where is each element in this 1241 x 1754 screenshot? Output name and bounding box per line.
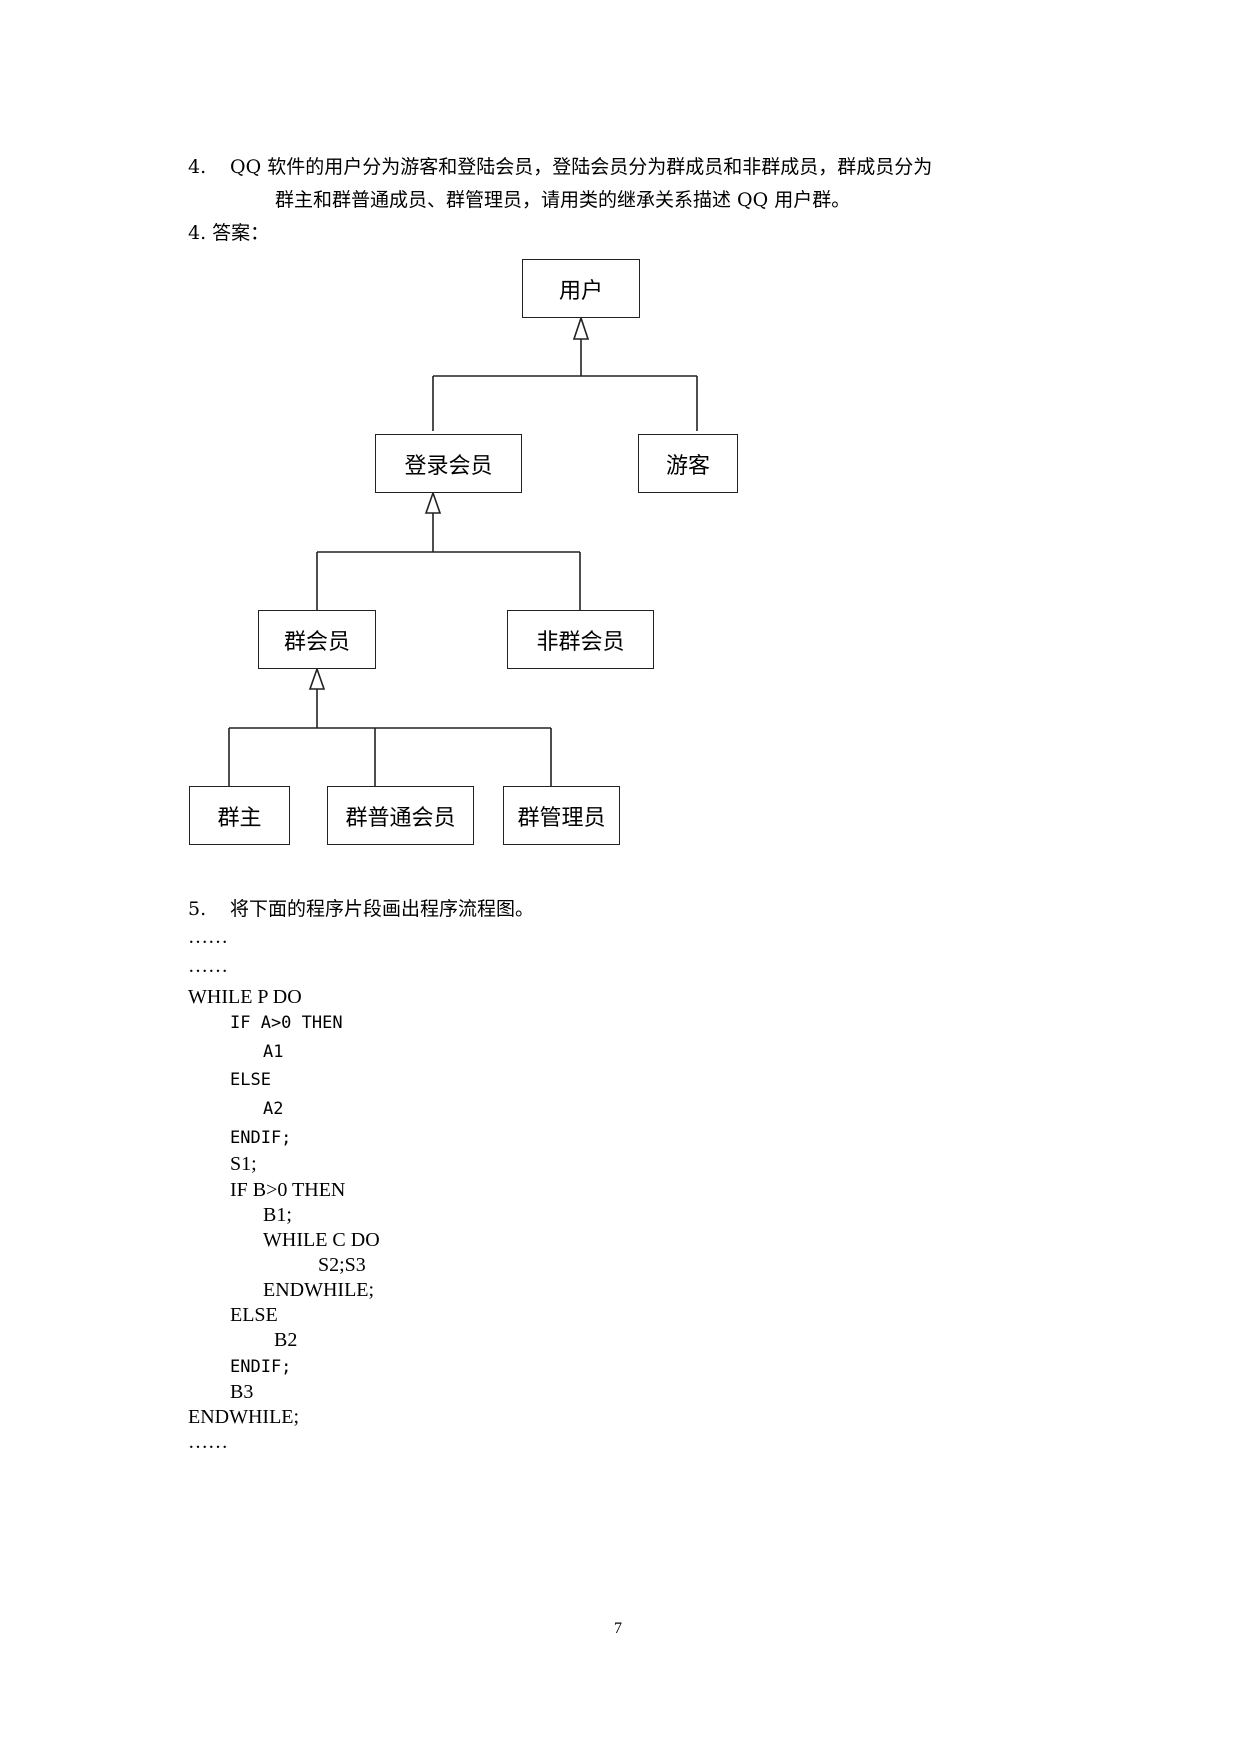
inheritance-arrow-group-member (308, 666, 326, 690)
answer4-label: 4. 答案： (188, 222, 270, 244)
question4-line1: QQ 软件的用户分为游客和登陆会员，登陆会员分为群成员和非群成员，群成员分为 (230, 156, 933, 178)
code-line: …… (188, 955, 228, 977)
code-line: ENDIF; (230, 1128, 292, 1148)
code-line: ENDIF; (230, 1357, 292, 1377)
question5-number: 5. (188, 898, 207, 920)
class-box-group-admin: 群管理员 (503, 786, 620, 845)
code-line: S1; (230, 1153, 257, 1175)
question5-text: 将下面的程序片段画出程序流程图。 (230, 898, 535, 920)
code-line: IF B>0 THEN (230, 1179, 346, 1201)
code-line: ELSE (230, 1304, 278, 1326)
class-box-non-group-member: 非群会员 (507, 610, 654, 669)
code-line: ELSE (230, 1070, 271, 1090)
class-box-group-normal-member: 群普通会员 (327, 786, 474, 845)
class-box-user: 用户 (522, 259, 640, 318)
code-line: ENDWHILE; (263, 1279, 375, 1301)
page-number: 7 (614, 1620, 622, 1637)
code-line: A2 (263, 1099, 284, 1119)
question4-line2: 群主和群普通成员、群管理员，请用类的继承关系描述 QQ 用户群。 (275, 189, 851, 211)
class-box-visitor: 游客 (638, 434, 738, 493)
inheritance-arrow-login-member (424, 490, 442, 514)
code-line: ENDWHILE; (188, 1406, 300, 1428)
question4-number: 4. (188, 156, 207, 178)
code-line: IF A>0 THEN (230, 1013, 343, 1033)
class-box-group-owner: 群主 (189, 786, 290, 845)
code-line: S2;S3 (318, 1254, 366, 1276)
code-line: A1 (263, 1042, 284, 1062)
class-box-login-member: 登录会员 (375, 434, 522, 493)
code-line: …… (188, 1431, 228, 1453)
code-line: …… (188, 926, 228, 948)
code-line: B1; (263, 1204, 292, 1226)
code-line: B2 (274, 1329, 298, 1351)
inheritance-arrow-user (572, 315, 590, 340)
code-line: B3 (230, 1381, 254, 1403)
code-line: WHILE P DO (188, 986, 302, 1008)
class-box-group-member: 群会员 (258, 610, 376, 669)
code-line: WHILE C DO (263, 1229, 380, 1251)
